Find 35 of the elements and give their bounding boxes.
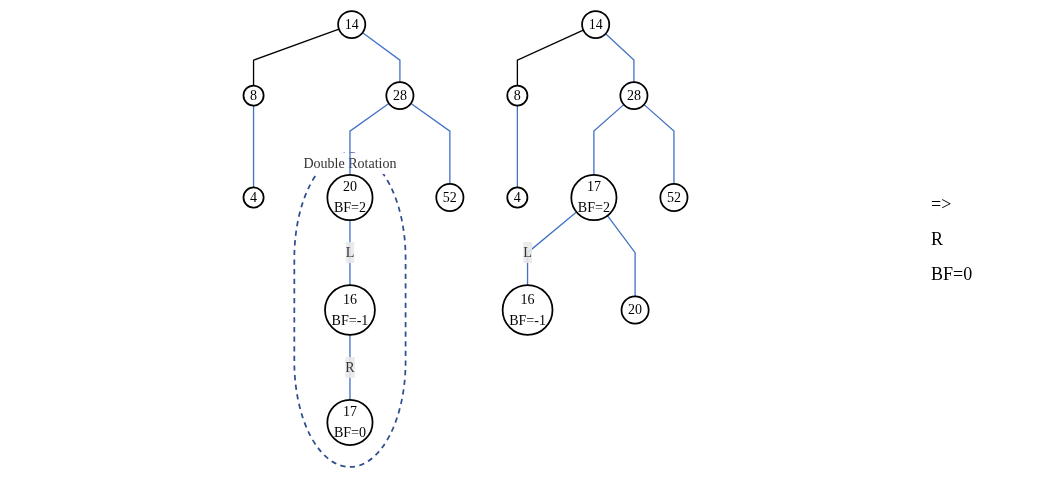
node-circle: 8 — [242, 84, 265, 107]
connector — [349, 219, 351, 286]
connector — [252, 105, 255, 189]
node-circle: 4 — [506, 186, 529, 209]
label-text: => — [931, 193, 953, 215]
connector — [362, 32, 401, 83]
node-circle: 20 — [620, 295, 650, 325]
node-circle: 28 — [619, 81, 649, 111]
label-text: BF=0 — [931, 263, 974, 285]
connector — [604, 33, 635, 83]
connector — [606, 215, 636, 298]
node-circle: 14 — [581, 10, 611, 40]
connector — [349, 334, 351, 401]
connector — [593, 103, 625, 176]
node-circle: 14 — [337, 10, 367, 40]
node-circle: 17 BF=2 — [570, 174, 618, 222]
node-circle: 8 — [506, 84, 529, 107]
connector — [410, 102, 451, 185]
edge-label: L — [345, 244, 355, 260]
connector — [516, 29, 584, 87]
node-circle: 20 BF=2 — [326, 174, 374, 222]
node-circle: 52 — [659, 183, 689, 213]
node-circle: 16 BF=-1 — [324, 284, 376, 336]
connector — [252, 28, 340, 87]
edge-label: L — [523, 244, 532, 260]
node-circle: 4 — [242, 186, 265, 209]
node-circle: 17 BF=0 — [326, 398, 374, 446]
edge-label: R — [345, 359, 355, 375]
node-circle: 28 — [385, 81, 415, 111]
connector — [516, 105, 519, 189]
label-text: R — [931, 228, 944, 250]
node-circle: 16 BF=-1 — [501, 284, 554, 336]
connector — [643, 103, 675, 185]
node-circle: 52 — [435, 183, 465, 213]
connector — [526, 211, 578, 286]
